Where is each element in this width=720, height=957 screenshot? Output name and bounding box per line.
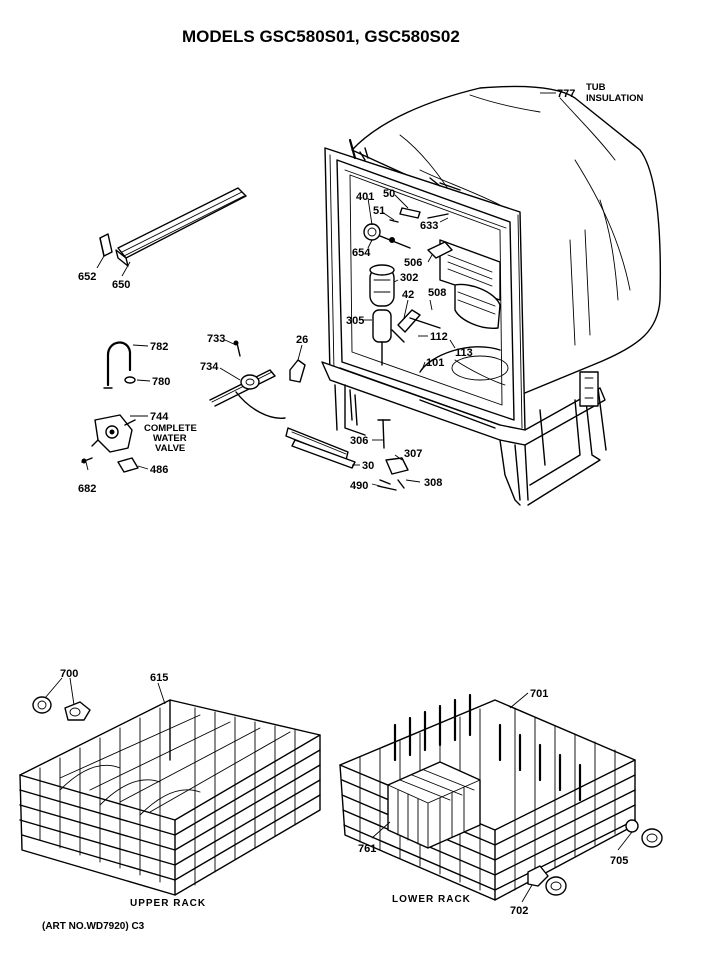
callout-744-line3: VALVE — [155, 443, 185, 454]
rack-roller-702 — [527, 865, 567, 896]
callout-701: 701 — [530, 688, 548, 700]
callout-112: 112 — [430, 331, 448, 343]
tub-assembly — [321, 85, 662, 506]
callout-306: 306 — [350, 435, 368, 447]
callout-682: 682 — [78, 483, 96, 495]
callout-650: 650 — [112, 279, 130, 291]
callout-615: 615 — [150, 672, 168, 684]
callout-744: 744 — [150, 411, 169, 423]
callout-42: 42 — [402, 289, 414, 301]
callout-307: 307 — [404, 448, 422, 460]
diagram-title: MODELS GSC580S01, GSC580S02 — [182, 27, 460, 46]
callout-702: 702 — [510, 905, 528, 917]
screw-306 — [382, 419, 385, 449]
callout-782: 782 — [150, 341, 168, 353]
callout-101: 101 — [426, 357, 444, 369]
callout-51: 51 — [373, 205, 385, 217]
pump-305 — [372, 309, 392, 366]
bracket-486 — [117, 457, 139, 473]
rack-rollers-700 — [32, 696, 91, 721]
callout-302: 302 — [400, 272, 418, 284]
leader-lines — [44, 92, 633, 903]
motor-302 — [369, 264, 395, 307]
clamp-780 — [124, 376, 136, 384]
callout-744-line2: WATER — [153, 433, 187, 444]
callout-780: 780 — [152, 376, 170, 388]
callout-705: 705 — [610, 855, 628, 867]
vent-strip-650 — [115, 187, 247, 267]
screw-733 — [236, 342, 241, 357]
caption-art-number: (ART NO.WD7920) C3 — [42, 921, 145, 932]
water-valve-744 — [91, 414, 136, 453]
hose-782 — [106, 341, 132, 387]
detergent-dispenser-654 — [363, 223, 411, 249]
rail-30 — [285, 427, 356, 469]
callout-777-line1: TUB — [586, 82, 606, 93]
callout-490: 490 — [350, 480, 368, 492]
callout-654: 654 — [352, 247, 371, 259]
callout-700: 700 — [60, 668, 78, 680]
caption-lower-rack: LOWER RACK — [392, 894, 471, 905]
rack-roller-705 — [625, 819, 663, 848]
callout-734: 734 — [200, 361, 219, 373]
switch-307 — [385, 457, 409, 475]
callout-401: 401 — [356, 191, 374, 203]
callout-777: 777 — [557, 88, 575, 100]
callout-744-line1: COMPLETE — [144, 423, 197, 434]
callout-26: 26 — [296, 334, 308, 346]
callout-652: 652 — [78, 271, 96, 283]
tub-base-frame — [321, 361, 606, 446]
callout-506: 506 — [404, 257, 422, 269]
callout-508: 508 — [428, 287, 446, 299]
upper-rack-615 — [19, 699, 321, 896]
silverware-basket-761 — [387, 761, 481, 849]
fill-line-734 — [209, 369, 286, 419]
callout-633: 633 — [420, 220, 438, 232]
callout-486: 486 — [150, 464, 168, 476]
callout-50: 50 — [383, 188, 395, 200]
callout-761: 761 — [358, 843, 376, 855]
bracket-652 — [99, 233, 113, 257]
callout-labels: 777 TUB INSULATION 401 50 51 633 654 506… — [60, 82, 643, 917]
caption-upper-rack: UPPER RACK — [130, 898, 206, 909]
callout-113: 113 — [455, 347, 473, 359]
callout-777-line2: INSULATION — [586, 93, 643, 104]
callout-305: 305 — [346, 315, 364, 327]
bracket-26 — [289, 359, 306, 383]
callout-308: 308 — [424, 477, 442, 489]
lower-rack-701 — [339, 693, 636, 901]
callout-733: 733 — [207, 333, 225, 345]
callout-30: 30 — [362, 460, 374, 472]
wash-arm — [419, 346, 501, 373]
